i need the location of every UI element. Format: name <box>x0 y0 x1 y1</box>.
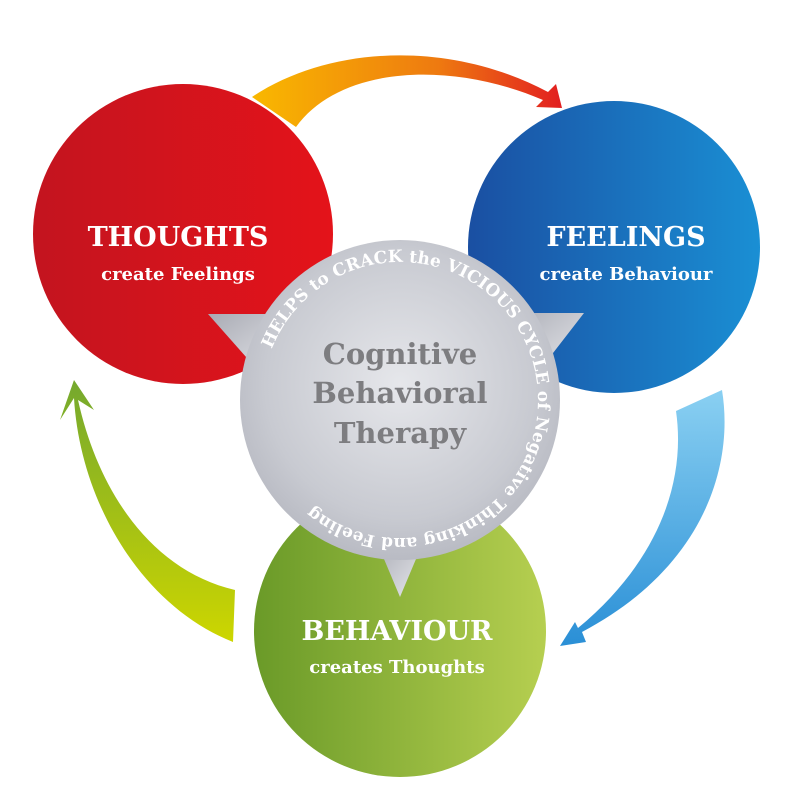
behaviour-subtitle: creates Thoughts <box>309 657 484 678</box>
center-line-3: Therapy <box>334 416 467 450</box>
behaviour-title: BEHAVIOUR <box>302 616 494 647</box>
arrow-feelings-to-behaviour <box>560 390 725 646</box>
thoughts-subtitle: create Feelings <box>101 264 255 285</box>
center-line-2: Behavioral <box>312 376 487 410</box>
thoughts-title: THOUGHTS <box>88 222 269 253</box>
arrow-thoughts-to-feelings <box>252 55 562 127</box>
arrow-top-body <box>252 55 562 127</box>
feelings-title: FEELINGS <box>546 222 705 253</box>
thoughts-circle <box>33 84 333 384</box>
center-badge: HELPS to CRACK the VICIOUS CYCLE of Nega… <box>208 240 584 597</box>
arrow-left-body <box>60 380 235 642</box>
feelings-subtitle: create Behaviour <box>540 264 713 285</box>
arrow-behaviour-to-thoughts <box>60 380 235 642</box>
arrow-right-body <box>560 390 725 646</box>
behaviour-circle <box>254 485 546 777</box>
center-line-1: Cognitive <box>323 337 478 371</box>
center-circle <box>240 240 560 560</box>
